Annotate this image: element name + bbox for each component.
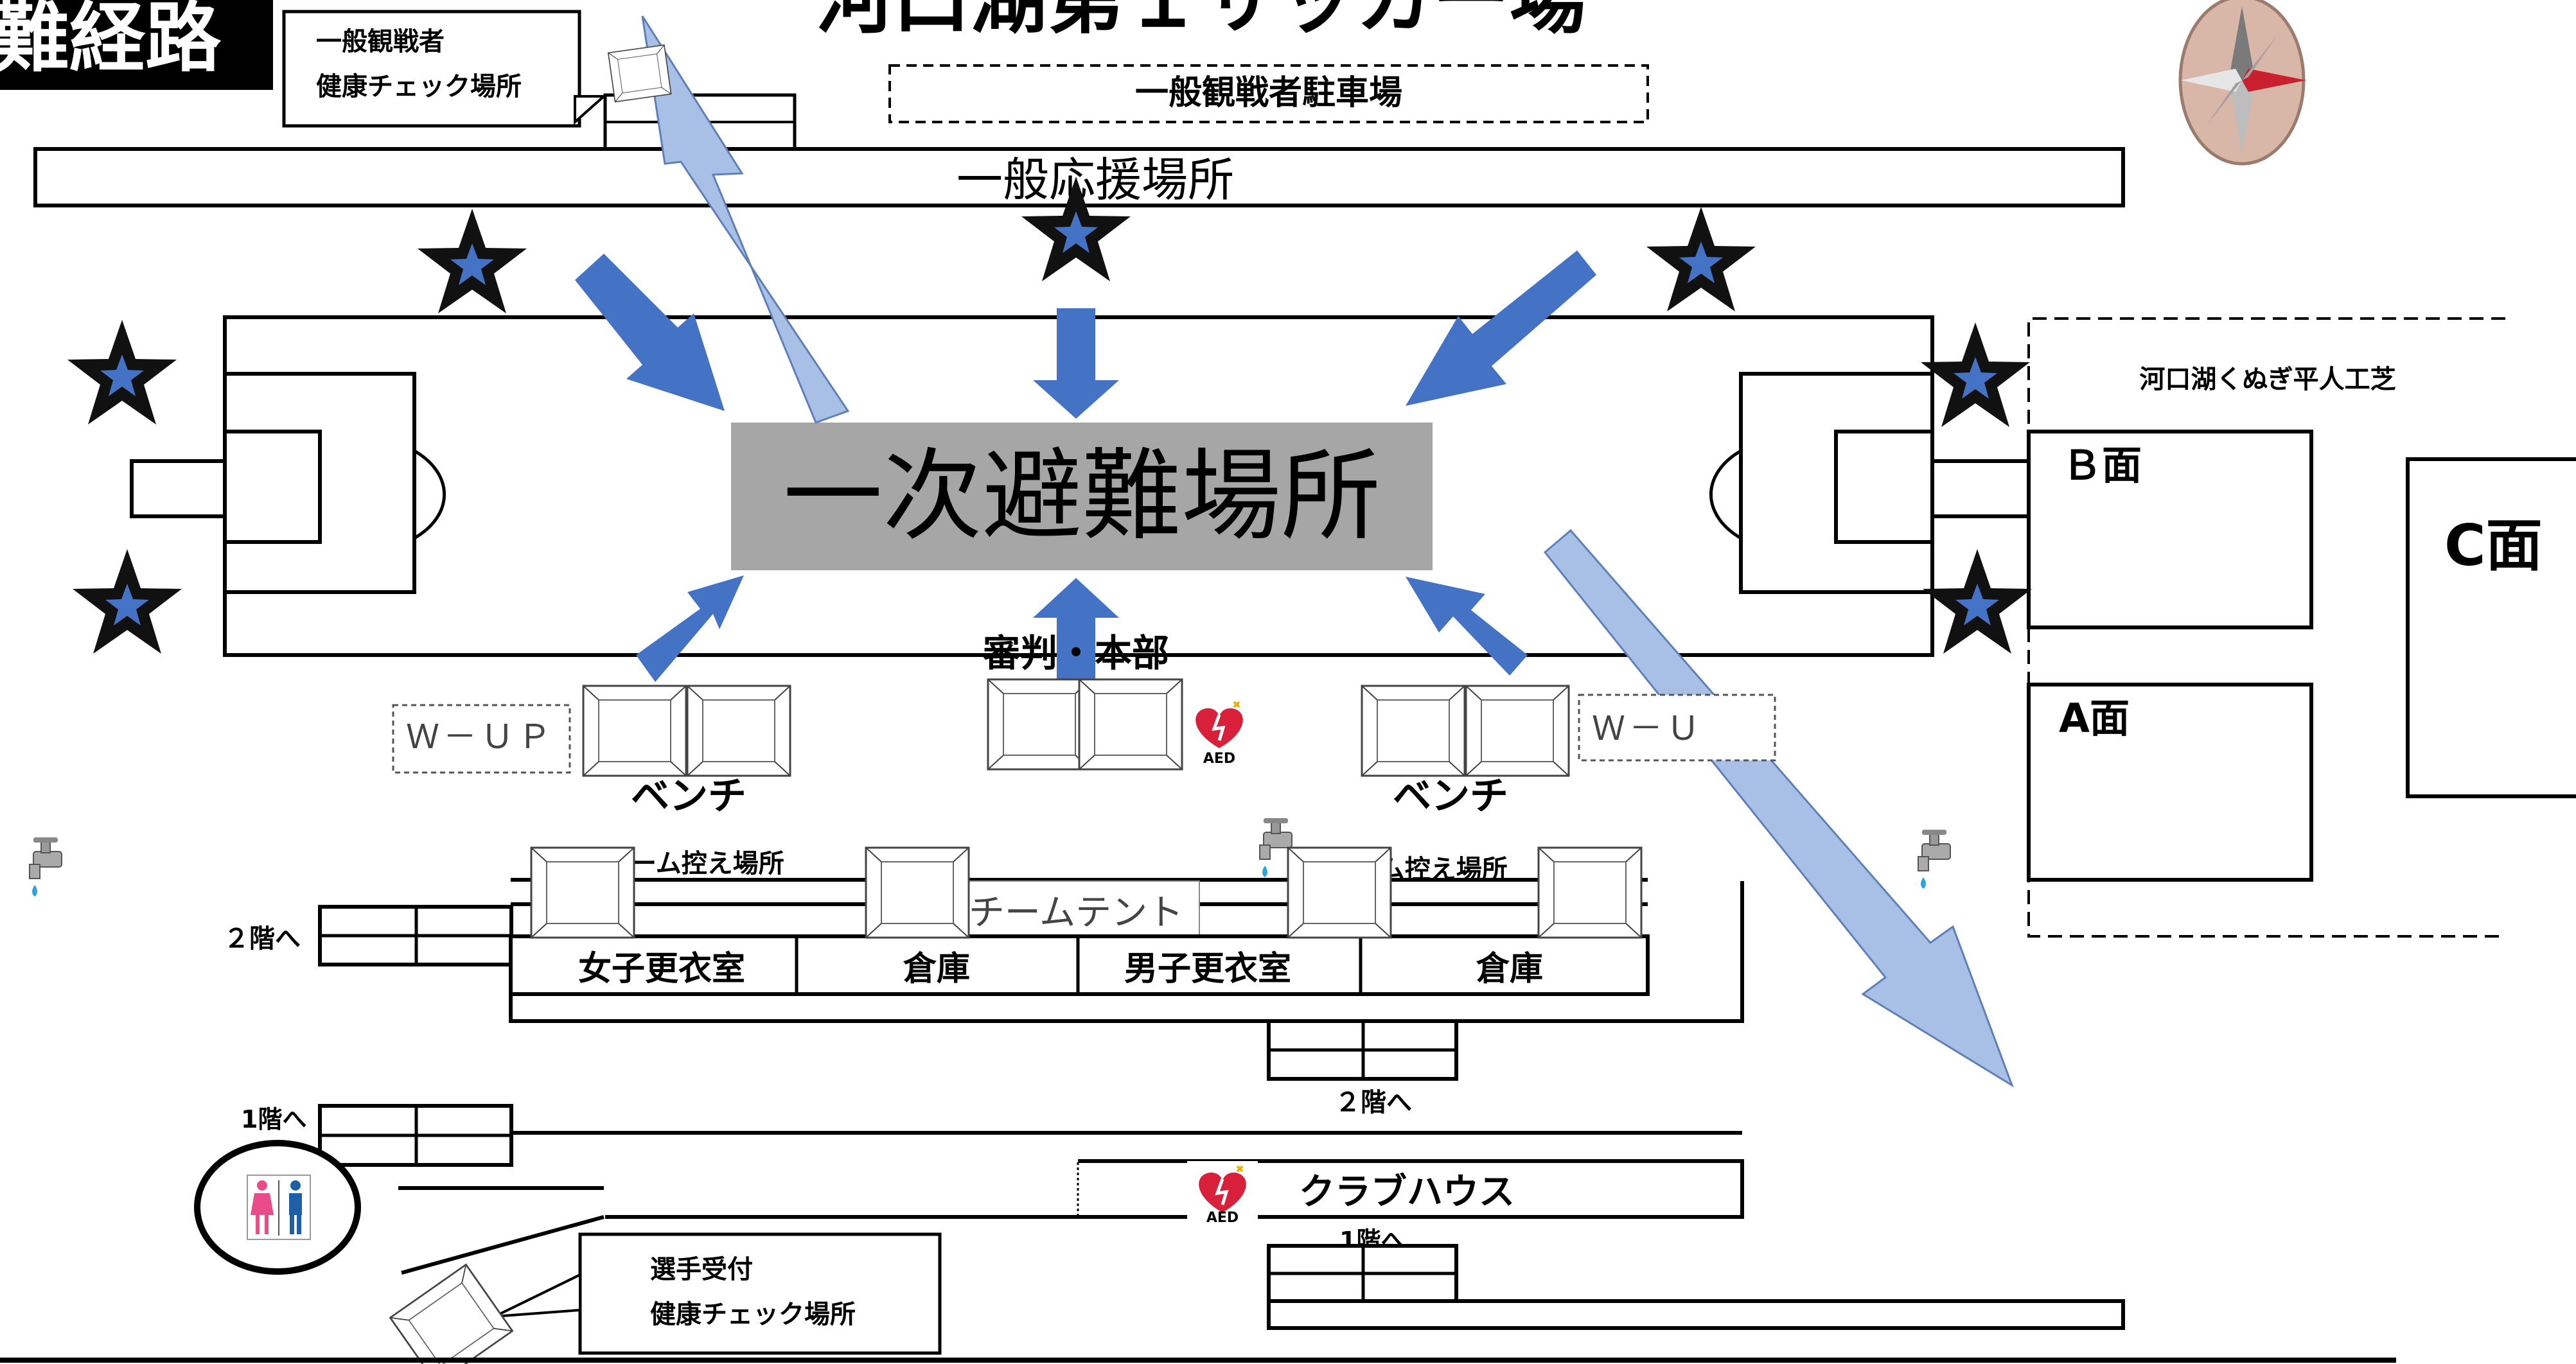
- water-faucet-icon: [1918, 829, 1951, 889]
- field-a: [2027, 683, 2313, 882]
- right-goal: [1930, 459, 2031, 518]
- bench-tent-icon: [686, 685, 791, 777]
- spectator-health-tent-icon: [607, 44, 672, 103]
- storage-label-1: 倉庫: [903, 950, 970, 988]
- hq-tent-icon: [987, 678, 1092, 771]
- evacuation-arrow-n: [1033, 308, 1119, 419]
- route-title-block: [0, 0, 273, 90]
- evacuation-arrow-nw: [575, 254, 725, 411]
- spectator-health-label-1: 一般観戦者: [316, 27, 445, 57]
- team-tent-area: [951, 880, 1200, 938]
- evacuation-arrow-ne: [1406, 250, 1596, 406]
- field-a-label: A面: [2059, 695, 2130, 742]
- compass-icon: [2178, 0, 2306, 166]
- to-2f-label-left: ２階へ: [224, 924, 301, 954]
- meeting-point-star-icon: [418, 209, 527, 313]
- evacuation-exit-arrow-southeast: [1543, 529, 2014, 1088]
- meeting-point-star-icon: [73, 549, 182, 654]
- spectator-health-callout: [282, 10, 581, 128]
- meeting-point-star-icon: [1646, 207, 1756, 311]
- water-faucet-icon: [29, 837, 62, 897]
- bench-label-left: ベンチ: [631, 774, 746, 819]
- player-reception-callout: [578, 1232, 942, 1355]
- reception-label-2: 健康チェック場所: [650, 1300, 856, 1329]
- spectator-parking-label: 一般観戦者駐車場: [1135, 74, 1402, 112]
- right-penalty-arc: [1709, 449, 1742, 540]
- bench-tent-icon: [582, 685, 687, 777]
- waiting-tent-icon: [865, 846, 970, 939]
- warmup-label-left: Ｗ－ＵＰ: [406, 718, 555, 756]
- evacuation-arrow-se: [1406, 577, 1528, 676]
- field-b: [2027, 430, 2313, 629]
- general-support-area-label: 一般応援場所: [957, 153, 1234, 207]
- reception-label-1: 選手受付: [650, 1255, 753, 1284]
- field-c-label: C面: [2444, 512, 2543, 579]
- spectator-parking: [888, 64, 1649, 123]
- meeting-point-star-icon: [1921, 322, 2030, 427]
- reception-tent-icon: [389, 1263, 513, 1364]
- left-goal: [130, 459, 227, 518]
- waiting-tent-icon: [530, 846, 635, 939]
- artificial-turf-boundary: [2027, 317, 2505, 938]
- evacuation-arrow-s: [1033, 578, 1119, 687]
- hq-tent-icon: [1078, 678, 1183, 771]
- aed-label: AED: [1203, 751, 1235, 767]
- spectator-health-label-2: 健康チェック場所: [316, 72, 522, 101]
- route-title: 難経路: [0, 0, 222, 82]
- meeting-point-star-icon: [67, 320, 177, 424]
- venue-title: 河口湖第１サッカー場: [816, 0, 1587, 44]
- meeting-point-star-icon: [1923, 549, 2032, 654]
- referee-hq-label: 審判・本部: [982, 631, 1169, 675]
- warmup-area-left: [392, 704, 571, 774]
- field-b-label: Ｂ面: [2062, 442, 2142, 489]
- team-tent-label: チームテント: [969, 892, 1183, 934]
- mens-locker-label: 男子更衣室: [1124, 950, 1291, 988]
- primary-evacuation-area: [731, 423, 1433, 570]
- clubhouse-label: クラブハウス: [1299, 1171, 1515, 1213]
- evacuation-exit-arrow-north: [641, 15, 850, 424]
- building-outline: [509, 881, 1744, 1023]
- waiting-tent-icon: [1287, 846, 1392, 939]
- evacuation-arrow-sw: [636, 575, 744, 682]
- field-c: [2406, 457, 2576, 798]
- aed-label: AED: [1206, 1210, 1239, 1226]
- warmup-area-right: [1578, 694, 1776, 762]
- to-2f-label-center: ２階へ: [1335, 1088, 1412, 1117]
- primary-evacuation-label: 一次避難場所: [783, 438, 1381, 554]
- warmup-label-right: Ｗ－Ｕ: [1592, 710, 1704, 748]
- waiting-tent-icon: [1537, 846, 1643, 939]
- storage-label-2: 倉庫: [1476, 950, 1543, 988]
- bench-tent-icon: [1465, 685, 1570, 777]
- bench-label-right: ベンチ: [1393, 774, 1508, 819]
- to-1f-label-left: 1階へ: [241, 1105, 306, 1133]
- turf-name-label: 河口湖くぬぎ平人工芝: [2139, 365, 2395, 394]
- left-penalty-arc: [413, 449, 446, 540]
- womens-locker-label: 女子更衣室: [578, 950, 745, 988]
- bench-tent-icon: [1361, 685, 1466, 777]
- restroom-icon: [247, 1175, 311, 1240]
